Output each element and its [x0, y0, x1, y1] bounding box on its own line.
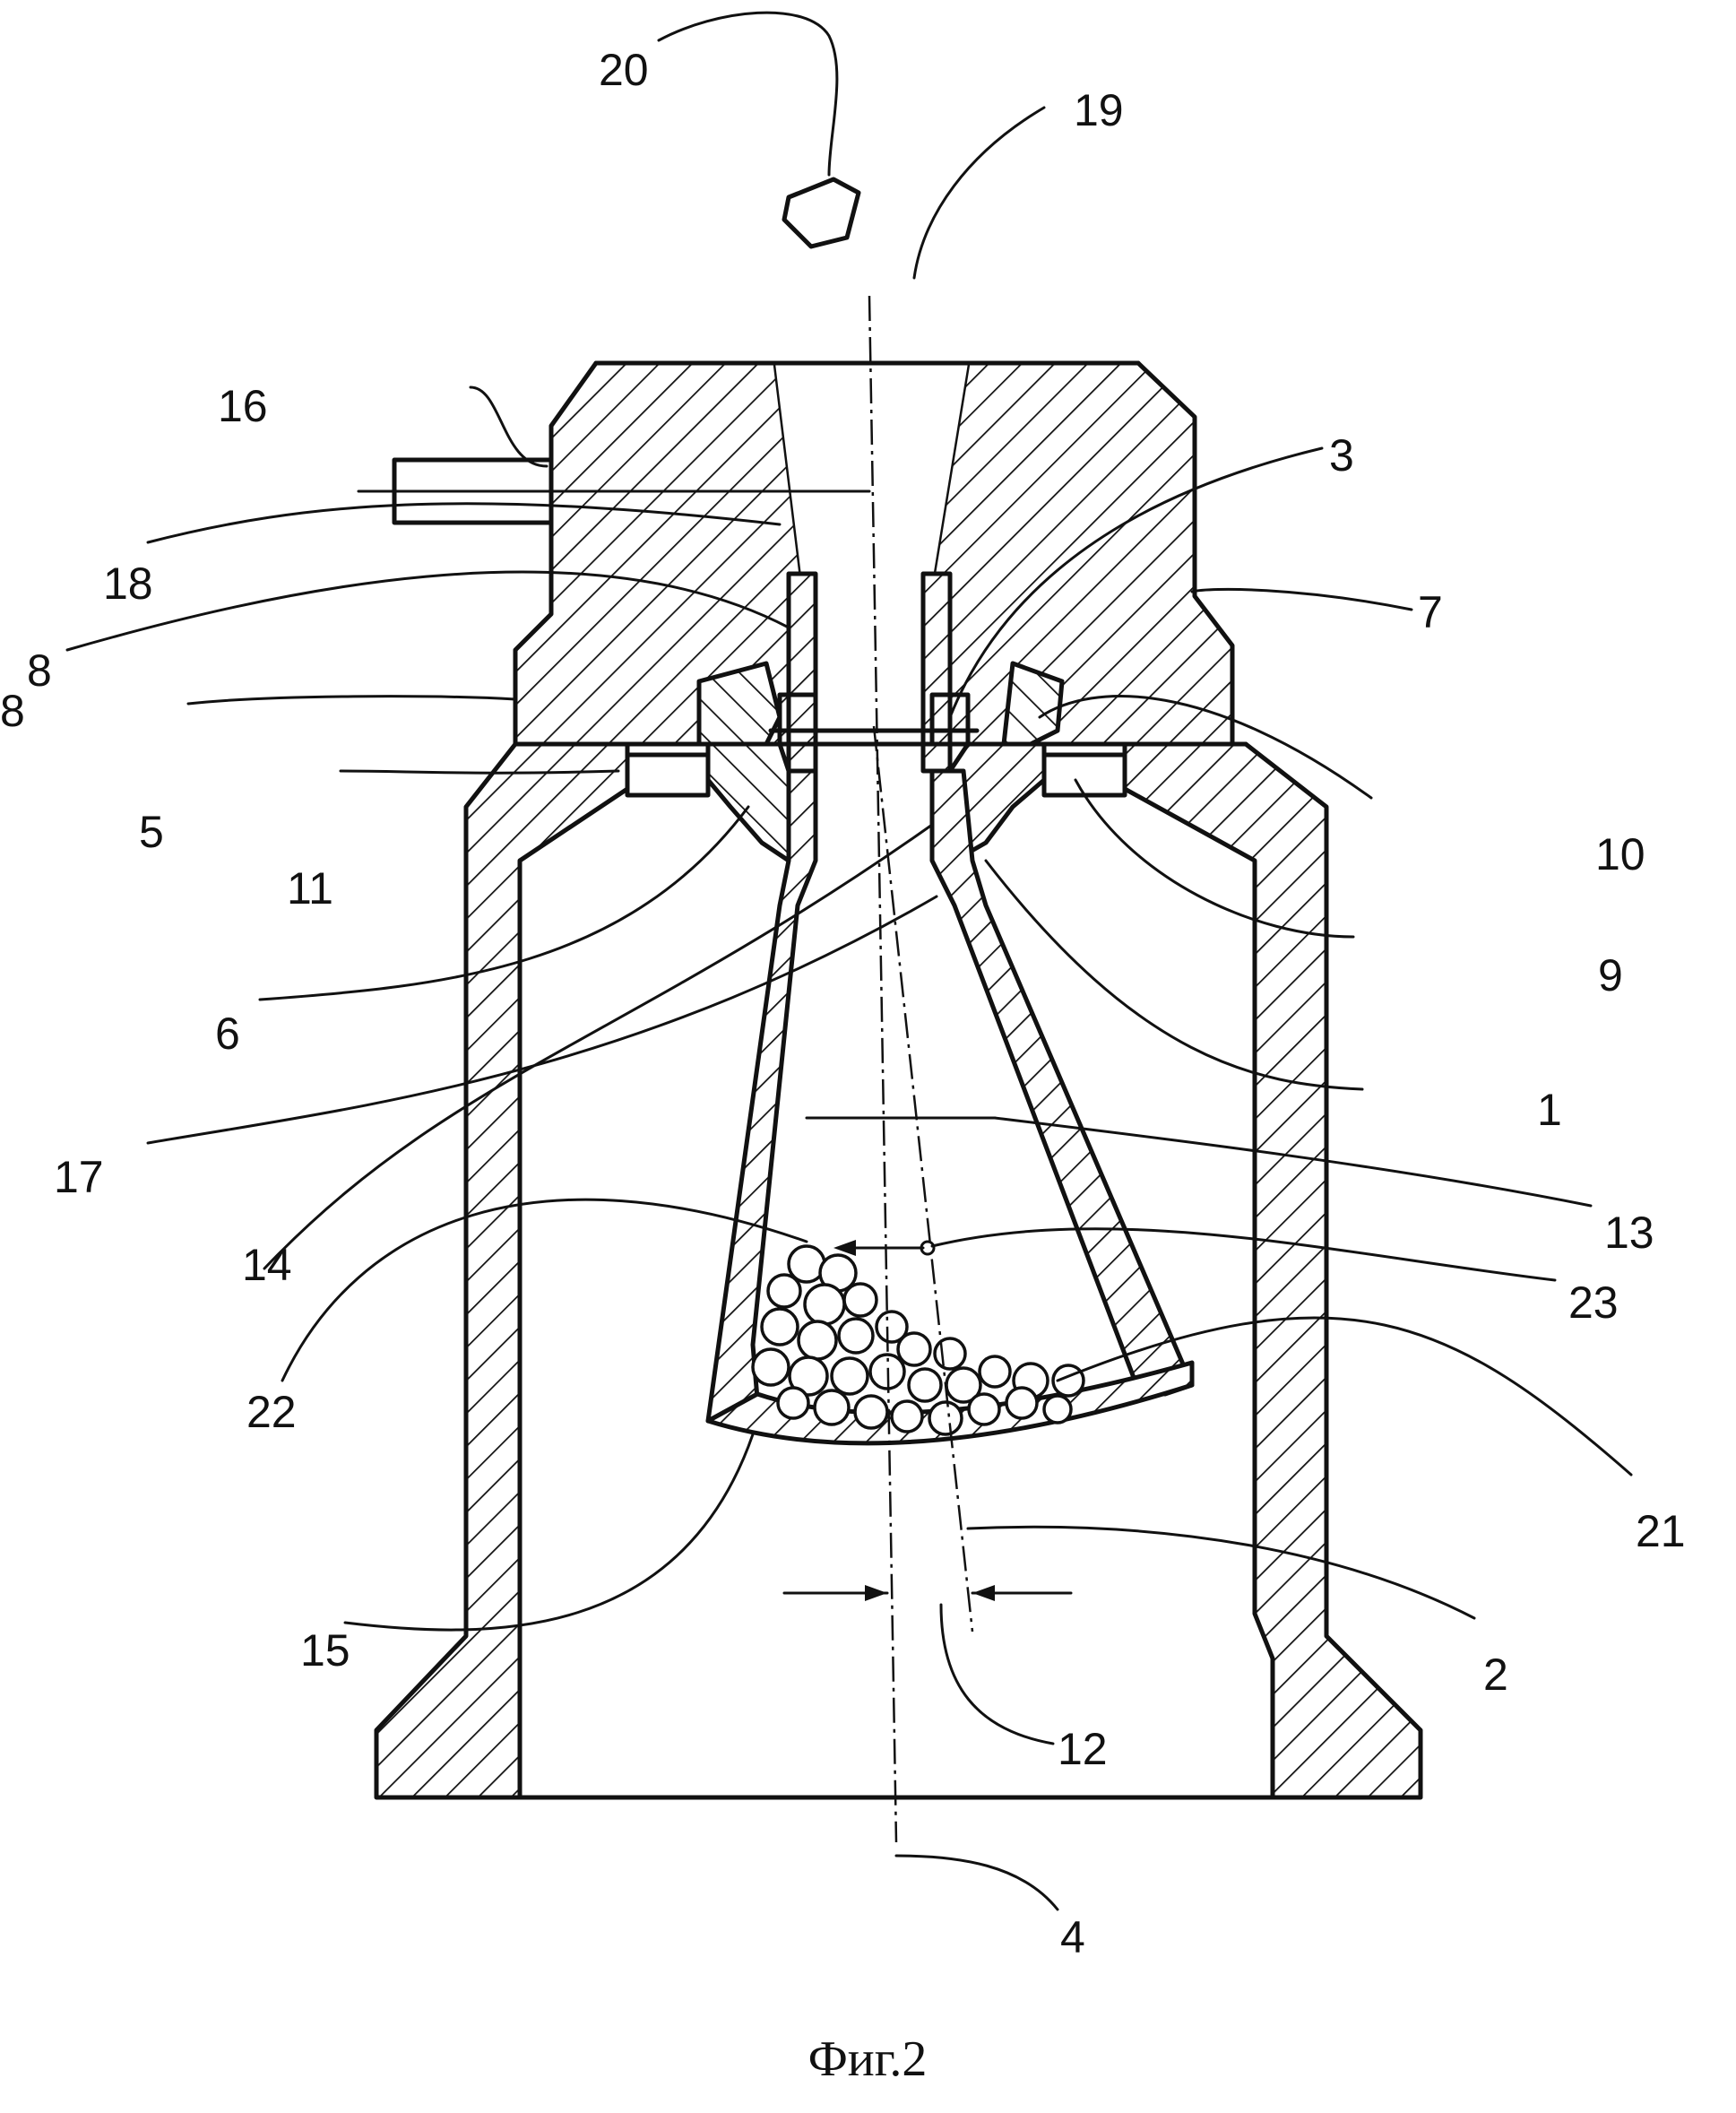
label-14: 14 [242, 1240, 292, 1290]
label-20: 20 [599, 45, 649, 95]
label-22: 22 [246, 1387, 297, 1437]
hub-left [708, 744, 789, 861]
label-17: 17 [54, 1152, 104, 1202]
outer-housing-left [376, 744, 627, 1797]
flange-right [1044, 755, 1125, 795]
label-15: 15 [300, 1625, 350, 1676]
label-5: 5 [139, 807, 164, 857]
label-2: 2 [1483, 1650, 1508, 1700]
label-23: 23 [1568, 1277, 1619, 1328]
guide-tube-right [923, 574, 950, 771]
arrowhead-right [972, 1585, 995, 1601]
material-chunk [784, 179, 859, 247]
label-13: 13 [1604, 1208, 1654, 1258]
label-6: 6 [215, 1009, 240, 1059]
guide-tube-left [789, 574, 816, 771]
flange-left [627, 755, 708, 795]
label-12: 12 [1058, 1724, 1108, 1774]
label-3: 3 [1329, 430, 1354, 481]
arrowhead-left [865, 1585, 887, 1601]
rotor-wall-right [932, 771, 1192, 1394]
chunk-arrow-line [659, 13, 837, 175]
label-10: 10 [1595, 829, 1645, 879]
label-4: 4 [1060, 1912, 1085, 1962]
label-21: 21 [1636, 1506, 1686, 1556]
label-16: 16 [218, 381, 268, 431]
outer-housing-right [1125, 744, 1421, 1797]
label-8b: 8 [0, 686, 25, 736]
figure-caption: Фиг.2 [808, 2031, 928, 2087]
label-9: 9 [1598, 950, 1623, 1000]
label-19: 19 [1074, 85, 1124, 135]
label-1: 1 [1537, 1085, 1562, 1135]
label-11: 11 [287, 863, 333, 914]
label-7: 7 [1418, 587, 1443, 637]
label-18: 18 [103, 559, 153, 609]
label-8: 8 [27, 645, 52, 696]
grinding-balls [753, 1246, 1084, 1434]
